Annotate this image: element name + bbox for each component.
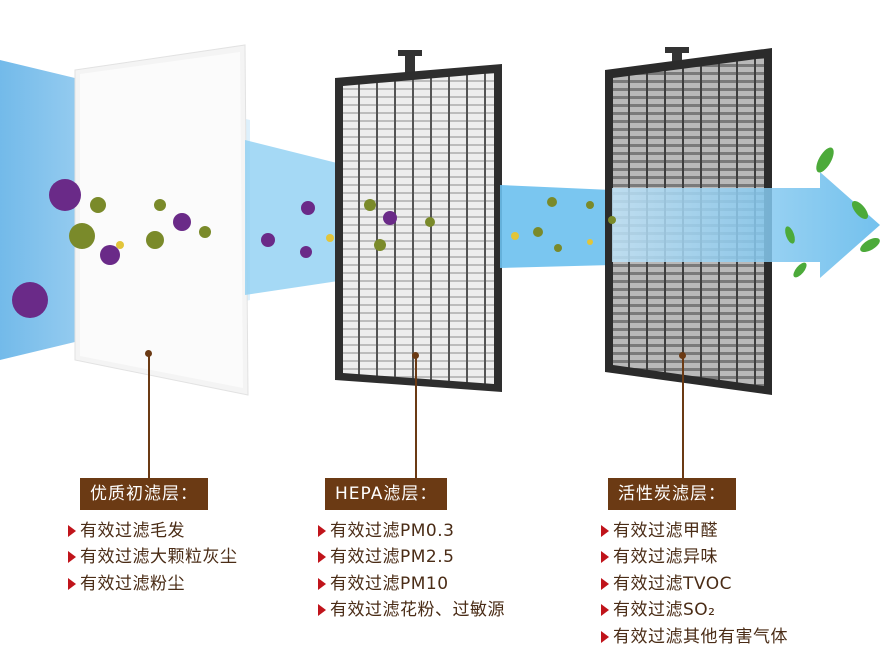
airflow-stream-mid: [245, 140, 345, 295]
pointer-dot-hepa: [412, 352, 419, 359]
pointer-line-pre: [148, 354, 150, 479]
list-item: 有效过滤毛发: [68, 518, 238, 544]
red-arrow-icon: [68, 525, 76, 537]
red-arrow-icon: [318, 551, 326, 564]
pre-filter-title: 优质初滤层：: [80, 478, 208, 510]
list-item: 有效过滤PM2.5: [318, 544, 505, 570]
list-item: 有效过滤其他有害气体: [601, 624, 788, 650]
virus-particles: [12, 179, 616, 318]
hepa-filter-panel: [335, 50, 502, 392]
hepa-filter-title: HEPA滤层：: [325, 478, 448, 510]
red-arrow-icon: [601, 525, 609, 537]
list-item: 有效过滤PM0.3: [318, 518, 505, 544]
list-item: 有效过滤SO₂: [601, 597, 788, 623]
red-arrow-icon: [601, 551, 609, 564]
red-arrow-icon: [601, 604, 609, 617]
list-item: 有效过滤异味: [601, 544, 788, 570]
red-arrow-icon: [318, 525, 326, 537]
carbon-filter-features: 有效过滤甲醛 有效过滤异味 有效过滤TVOC 有效过滤SO₂ 有效过滤其他有害气…: [601, 518, 788, 650]
pointer-dot-carbon: [679, 352, 686, 359]
list-item: 有效过滤花粉、过敏源: [318, 597, 505, 623]
pre-filter-features: 有效过滤毛发 有效过滤大颗粒灰尘 有效过滤粉尘: [68, 518, 238, 597]
pre-filter-sheet: [74, 44, 249, 396]
output-arrow: [612, 172, 880, 278]
red-arrow-icon: [318, 604, 326, 617]
list-item: 有效过滤粉尘: [68, 571, 238, 597]
red-arrow-icon: [318, 577, 326, 590]
fresh-air-leaves: [785, 147, 880, 278]
red-arrow-icon: [601, 630, 609, 643]
red-arrow-icon: [601, 577, 609, 590]
hepa-filter-features: 有效过滤PM0.3 有效过滤PM2.5 有效过滤PM10 有效过滤花粉、过敏源: [318, 518, 505, 624]
pointer-dot-pre: [145, 350, 152, 357]
list-item: 有效过滤TVOC: [601, 571, 788, 597]
pointer-line-hepa: [415, 356, 417, 479]
carbon-filter-title: 活性炭滤层：: [608, 478, 736, 510]
list-item: 有效过滤大颗粒灰尘: [68, 544, 238, 570]
red-arrow-icon: [68, 551, 76, 564]
red-arrow-icon: [68, 577, 76, 590]
filter-illustration: [0, 44, 880, 396]
list-item: 有效过滤甲醛: [601, 518, 788, 544]
airflow-stream-mid2: [500, 185, 612, 268]
list-item: 有效过滤PM10: [318, 571, 505, 597]
pointer-line-carbon: [682, 356, 684, 479]
